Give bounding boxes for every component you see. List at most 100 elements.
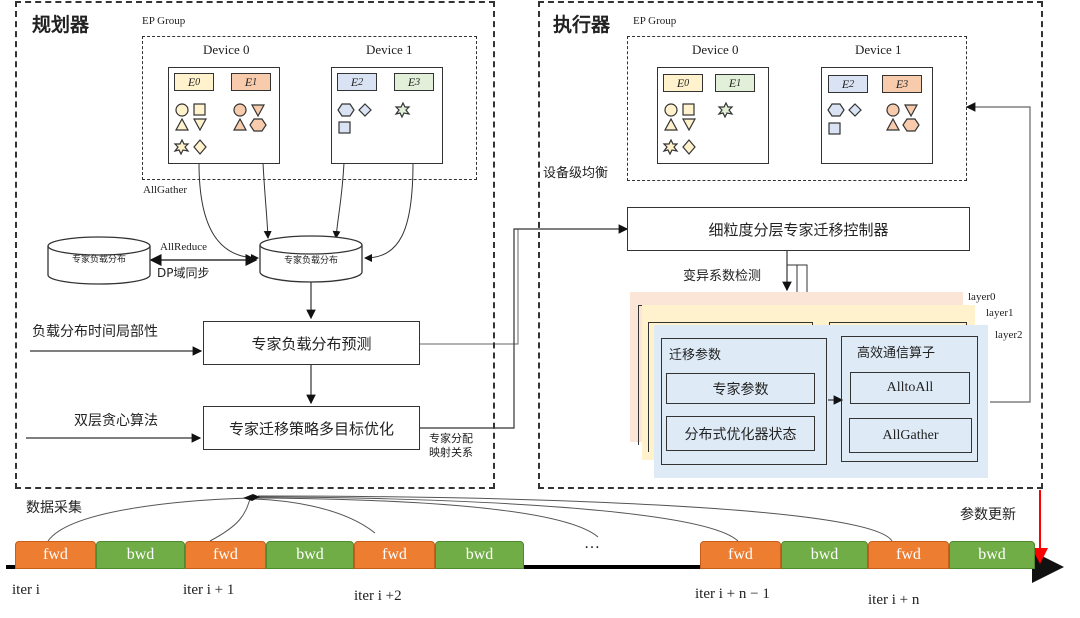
executor-device-0-label: Device 0 [692,42,739,57]
square-icon [682,103,695,116]
circle-icon [886,103,900,117]
executor-title: 执行器 [553,14,611,36]
optimizer-state-box: 分布式优化器状态 [666,416,815,451]
diamond-icon [682,139,696,155]
global-db-cylinder [259,235,363,283]
executor-device-1-token-shapes [827,103,920,135]
allgather-curve-2 [332,162,345,239]
iter-label: iter i + n [868,592,920,608]
cv-detect-label: 变异系数检测 [683,269,762,284]
local-db-label: 专家负载分布 [71,255,126,265]
layer2-label: layer2 [995,329,1023,341]
mapping-label-line2: 映射关系 [429,446,473,459]
controller-box: 细粒度分层专家迁移控制器 [627,207,970,251]
star-icon [717,101,734,119]
hexagon-icon [337,103,355,117]
migration-params-group [661,338,827,465]
diamond-icon [193,139,207,155]
diamond-icon [848,103,862,117]
circle-icon [664,103,678,117]
dp-sync-label: DP域同步 [157,266,210,280]
segment-fwd: fwd [700,541,781,569]
segment-fwd: fwd [868,541,949,569]
triangle-icon [663,117,679,131]
timeline-ellipsis: … [584,535,600,552]
migration-params-title: 迁移参数 [669,348,722,363]
alltoall-box: AlltoAll [850,372,970,404]
executor-ep-group-label: EP Group [633,15,677,27]
triangle-icon [232,117,248,131]
diamond-icon [358,103,372,117]
planner-ep-group-label: EP Group [142,15,186,27]
allgather-curve-1 [262,162,272,239]
circle-icon [175,103,189,117]
executor-device-1-label: Device 1 [855,42,902,57]
segment-fwd: fwd [185,541,266,569]
iter-label: iter i + n − 1 [695,586,770,602]
device-balance-label: 设备级均衡 [543,166,609,181]
layer1-label: layer1 [986,307,1014,319]
planner-title: 规划器 [32,14,90,36]
comm-ops-group [841,336,978,462]
square-icon [338,121,351,134]
hexagon-icon [902,118,920,132]
layer0-label: layer0 [968,291,996,303]
hexagon-icon [249,118,267,132]
executor-ep-group [627,36,967,181]
square-icon [828,122,841,135]
square-icon [193,103,206,116]
allgather-label: AllGather [143,184,187,196]
allgather-curve-3 [364,162,414,262]
predict-to-controller-line [420,229,519,345]
segment-bwd: bwd [949,541,1035,569]
expert-params-box: 专家参数 [666,373,815,404]
global-db-label: 专家负载分布 [283,256,338,266]
planner-device-1-label: Device 1 [366,42,413,57]
circle-icon [233,103,247,117]
temporal-locality-label: 负载分布时间局部性 [32,324,158,340]
planner-device-1-token-shapes [337,101,411,134]
iter-label: iter i [12,582,40,598]
mapping-label: 专家分配 映射关系 [429,432,473,460]
iter-label: iter i + 1 [183,582,235,598]
data-collect-curves [47,495,893,542]
data-collect-arrowhead [243,494,260,501]
allreduce-label: AllReduce [160,241,208,253]
hexagon-icon [827,103,845,117]
local-db-cylinder [47,236,151,285]
triangle-down-icon [192,118,208,132]
star-icon [662,138,679,156]
segment-fwd: fwd [15,541,96,569]
allgather-box: AllGather [849,418,972,453]
optimize-to-controller-line [420,224,629,429]
segment-bwd: bwd [96,541,185,569]
planner-device-0-token-shapes [173,103,267,156]
planner-device-0-label: Device 0 [203,42,250,57]
executor-device-0-token-shapes [662,101,734,156]
executor-panel [538,1,1043,489]
mapping-label-line1: 专家分配 [429,432,473,445]
triangle-down-icon [903,104,919,118]
segment-fwd: fwd [354,541,435,569]
segment-bwd: bwd [435,541,524,569]
segment-bwd: bwd [781,541,868,569]
data-collect-label: 数据采集 [26,500,82,516]
comm-ops-title: 高效通信算子 [857,346,936,361]
greedy-label: 双层贪心算法 [74,413,158,429]
segment-bwd: bwd [266,541,354,569]
triangle-down-icon [681,118,697,132]
device-balance-feedback-line [965,102,1031,403]
planner-ep-group [142,36,477,180]
